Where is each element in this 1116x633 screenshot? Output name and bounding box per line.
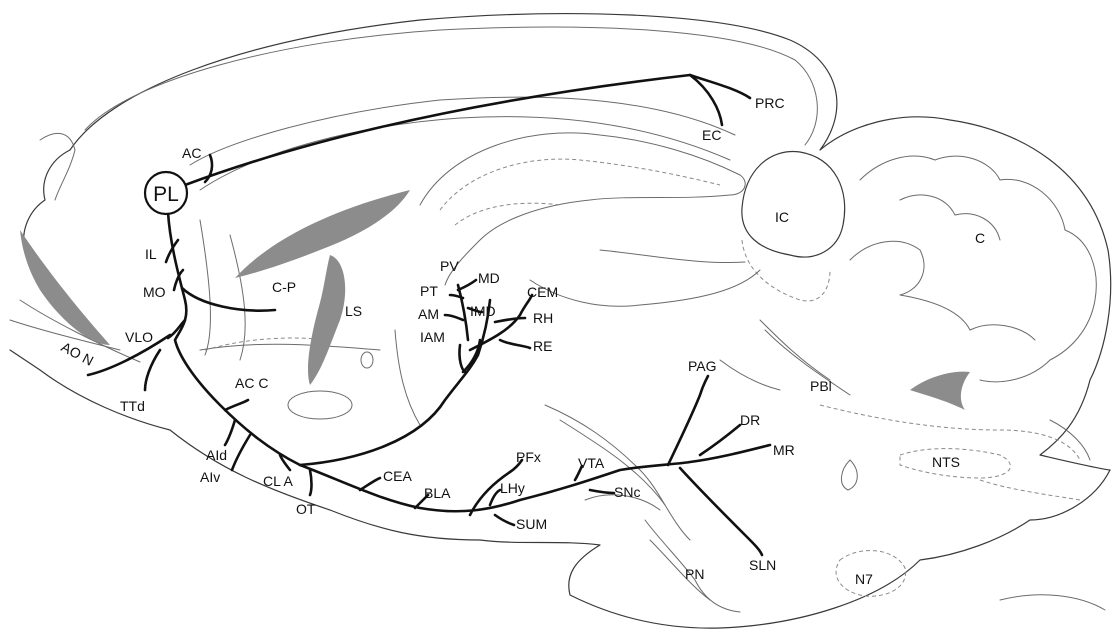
path-to-snc	[590, 490, 614, 493]
label-cla: CL A	[263, 473, 293, 489]
label-pv: PV	[440, 258, 459, 274]
path-to-lhy	[490, 490, 500, 505]
label-pn: PN	[685, 566, 704, 582]
label-aiv: AIv	[200, 469, 220, 485]
path-to-aiv	[232, 435, 250, 470]
label-bla: BLA	[424, 485, 451, 501]
path-to-sln	[680, 468, 762, 555]
label-ttd: TTd	[120, 398, 145, 414]
label-pbl: PBl	[810, 378, 832, 394]
label-pag: PAG	[688, 358, 717, 374]
label-vlo: VLO	[125, 329, 153, 345]
path-to-ot	[310, 470, 312, 495]
label-dr: DR	[740, 412, 760, 428]
label-mo: MO	[143, 284, 166, 300]
path-to-sum	[495, 515, 514, 525]
label-lhy: LHy	[500, 480, 525, 496]
path-to-cea	[360, 478, 380, 490]
label-pt: PT	[420, 283, 438, 299]
label-vta: VTA	[578, 455, 605, 471]
label-sum: SUM	[516, 516, 547, 532]
label-ls: LS	[345, 303, 362, 319]
label-prc: PRC	[755, 95, 785, 111]
label-mr: MR	[773, 442, 795, 458]
label-ic: IC	[775, 209, 789, 225]
pl-source-node: PL	[145, 172, 187, 214]
label-rh: RH	[533, 310, 553, 326]
label-aid: AId	[206, 447, 227, 463]
label-n7: N7	[855, 571, 873, 587]
path-to-cp	[182, 288, 275, 311]
label-iam: IAM	[420, 329, 445, 345]
label-il: IL	[145, 246, 157, 262]
label-ec: EC	[702, 127, 721, 143]
label-snc: SNc	[614, 484, 640, 500]
label-cem: CEM	[527, 284, 558, 300]
path-to-prc	[690, 75, 750, 98]
path-to-iam	[459, 345, 465, 372]
path-to-acc	[225, 400, 248, 410]
path-to-aid	[225, 420, 235, 445]
pl-label: PL	[153, 183, 179, 206]
label-pfx: PFx	[516, 449, 541, 465]
label-md: MD	[478, 270, 500, 286]
label-c: C	[975, 230, 985, 246]
label-acc: AC C	[235, 375, 268, 391]
label-ac: AC	[182, 145, 201, 161]
label-imd: IMD	[470, 303, 496, 319]
path-to-dr	[700, 425, 740, 455]
region-labels: AC PRC EC IC C IL MO C-P LS VLO AO N TTd…	[59, 95, 986, 587]
label-re: RE	[533, 338, 552, 354]
label-nts: NTS	[932, 454, 960, 470]
label-ot: OT	[296, 501, 316, 517]
path-to-pag	[668, 376, 708, 465]
label-am: AM	[418, 306, 439, 322]
path-pl-to-ec	[185, 75, 722, 185]
ventricles	[20, 190, 970, 410]
path-to-ttd	[145, 350, 160, 390]
brain-outline	[10, 14, 1111, 629]
label-cp: C-P	[272, 279, 296, 295]
label-sln: SLN	[749, 557, 776, 573]
label-cea: CEA	[383, 468, 412, 484]
